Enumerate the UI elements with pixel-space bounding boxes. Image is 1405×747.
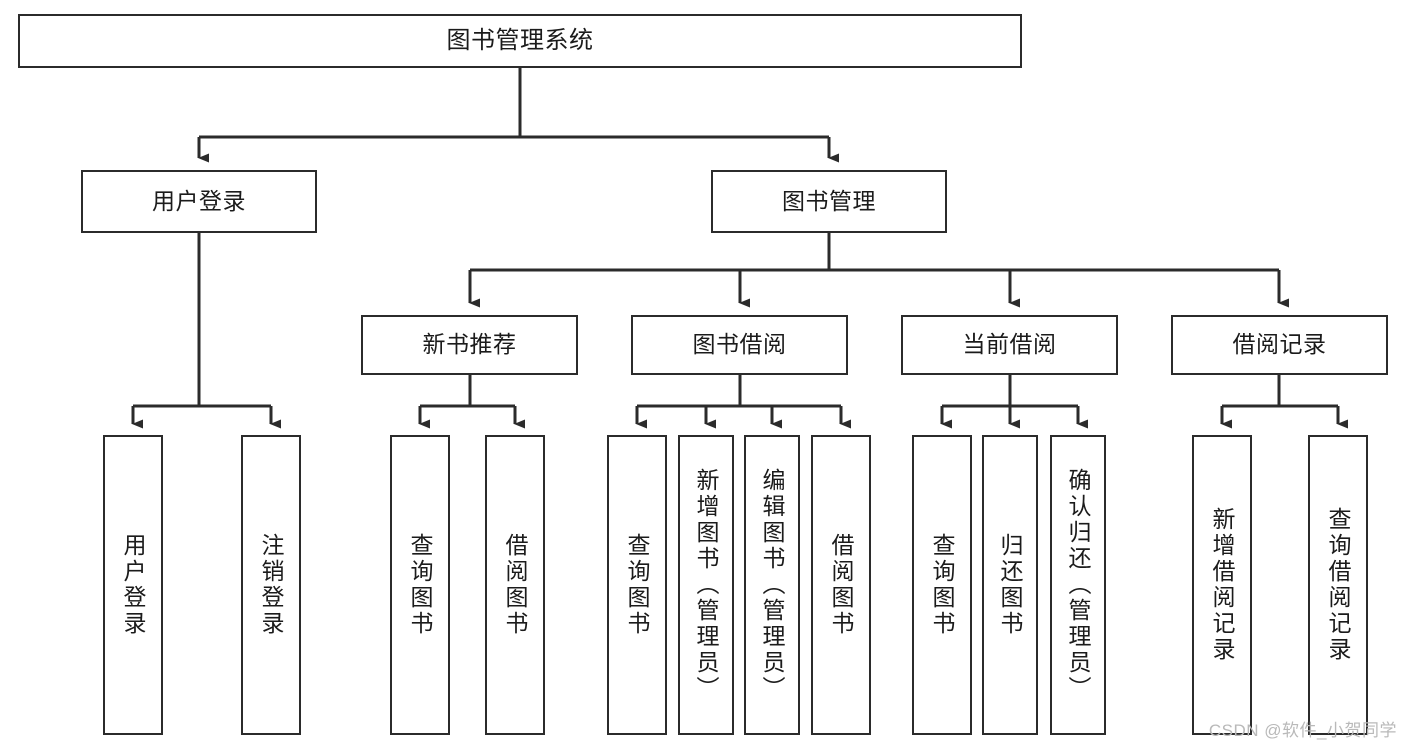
node-label: 借阅记录	[1232, 331, 1327, 358]
leaf-user-login-login[interactable]: 用户登录	[103, 435, 163, 735]
node-label: 当前借阅	[962, 331, 1057, 358]
leaf-record-query-record[interactable]: 查询借阅记录	[1308, 435, 1368, 735]
leaf-record-add-record[interactable]: 新增借阅记录	[1192, 435, 1252, 735]
watermark-text: CSDN @软件_小贺同学	[1208, 721, 1397, 740]
leaf-borrow-query-book[interactable]: 查询图书	[607, 435, 667, 735]
node-book-borrow[interactable]: 图书借阅	[631, 315, 848, 375]
node-label: 归还图书	[997, 533, 1024, 637]
node-current-borrow[interactable]: 当前借阅	[901, 315, 1118, 375]
node-new-book-recommend[interactable]: 新书推荐	[361, 315, 578, 375]
leaf-borrow-borrow-book[interactable]: 借阅图书	[811, 435, 871, 735]
leaf-current-confirm-return-admin[interactable]: 确认归还（管理员）	[1050, 435, 1106, 735]
node-label: 查询图书	[929, 533, 956, 637]
node-label: 查询借阅记录	[1325, 507, 1352, 663]
node-label: 用户登录	[120, 533, 147, 637]
leaf-user-login-logout[interactable]: 注销登录	[241, 435, 301, 735]
node-label: 编辑图书（管理员）	[759, 468, 786, 702]
leaf-current-query-book[interactable]: 查询图书	[912, 435, 972, 735]
node-label: 确认归还（管理员）	[1065, 468, 1092, 702]
node-user-login[interactable]: 用户登录	[81, 170, 317, 233]
leaf-recommend-borrow-book[interactable]: 借阅图书	[485, 435, 545, 735]
node-label: 查询图书	[624, 533, 651, 637]
leaf-borrow-edit-book-admin[interactable]: 编辑图书（管理员）	[744, 435, 800, 735]
node-label: 图书管理	[782, 187, 876, 214]
node-label: 新增借阅记录	[1209, 507, 1236, 663]
node-root-system[interactable]: 图书管理系统	[18, 14, 1022, 68]
node-book-management[interactable]: 图书管理	[711, 170, 947, 233]
node-label: 新增图书（管理员）	[693, 468, 720, 702]
node-label: 图书借阅	[692, 331, 787, 358]
node-label: 图书管理系统	[446, 26, 594, 54]
node-borrow-record[interactable]: 借阅记录	[1171, 315, 1388, 375]
node-label: 注销登录	[258, 533, 285, 637]
node-label: 借阅图书	[502, 533, 529, 637]
node-label: 借阅图书	[828, 533, 855, 637]
leaf-recommend-query-book[interactable]: 查询图书	[390, 435, 450, 735]
leaf-borrow-add-book-admin[interactable]: 新增图书（管理员）	[678, 435, 734, 735]
node-label: 新书推荐	[422, 331, 517, 358]
node-label: 查询图书	[407, 533, 434, 637]
leaf-current-return-book[interactable]: 归还图书	[982, 435, 1038, 735]
node-label: 用户登录	[152, 187, 246, 214]
